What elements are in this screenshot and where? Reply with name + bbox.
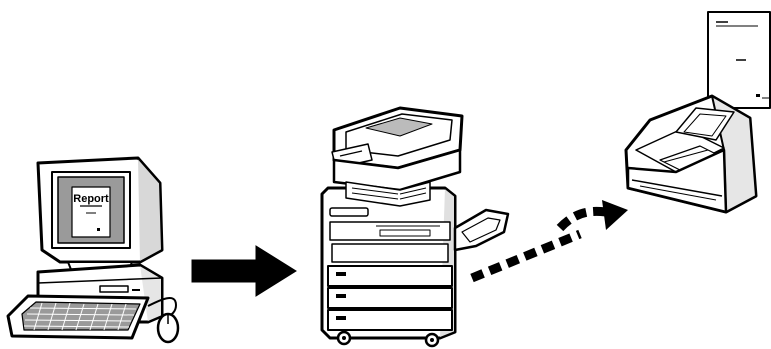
multifunction-printer <box>322 108 508 346</box>
keyboard <box>8 296 148 338</box>
report-label: Report <box>73 193 109 205</box>
solid-arrow <box>192 246 296 296</box>
fax-machine <box>626 12 770 212</box>
received-fax-document <box>708 12 770 108</box>
